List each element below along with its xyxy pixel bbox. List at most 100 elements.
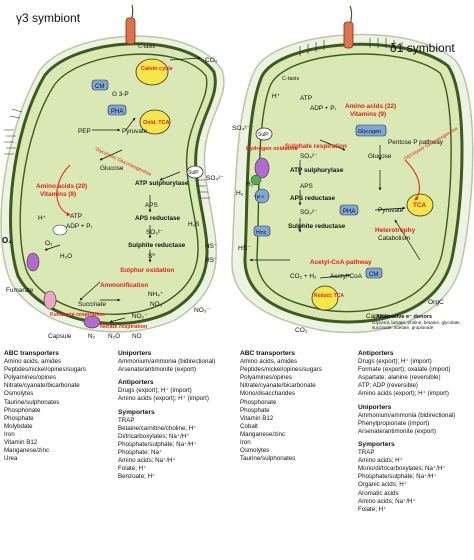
nitrate-respiration-label: Nitrate respiration — [100, 324, 148, 330]
gamma3-s0-label: S⁰ — [148, 253, 155, 260]
transporter-item: Phosphate — [4, 414, 34, 422]
transporter-item: Amino acids, amides — [4, 358, 62, 366]
transporter-item: Phosphate; Na⁺ — [118, 449, 163, 457]
transporter-item: Manganese/zinc — [240, 430, 286, 438]
gamma3-pyruvate-label: Pyruvate — [122, 128, 148, 135]
transporter-item: Phosphonate — [4, 406, 41, 414]
transporter-item: Ammonium/ammonia (bidirectional) — [358, 411, 456, 419]
hydrogen-oxidation-label: Hydrogen oxidation — [246, 146, 298, 152]
transporter-item: Amino acids; Na⁺/H⁺ — [118, 457, 176, 465]
gamma3-inner-membrane — [19, 53, 208, 315]
transporter-item: Nitrate/cyanate/bicarbonate — [4, 382, 80, 390]
transporter-item: Nitrate/cyanate/bicarbonate — [240, 382, 316, 390]
transporter-item: Phosphonate — [240, 398, 277, 406]
gamma3-cm-label: CM — [95, 84, 104, 90]
gamma3-h2o-label: H₂O — [60, 253, 72, 260]
tca-label: TCA — [413, 202, 427, 209]
gamma3-receptors — [4, 108, 210, 199]
gamma3-title: γ3 symbiont — [16, 11, 81, 25]
transporter-item: Formate (export); oxalate (import) — [358, 366, 451, 374]
transporter-item: Arsenate/antimonite (export) — [118, 366, 197, 374]
transporter-item: Polyamines/opines — [4, 374, 56, 382]
nitrate-reductase — [83, 315, 101, 329]
transporter-item: Folate; H⁺ — [118, 465, 147, 473]
transporter-group-header: ABC transporters — [4, 350, 59, 357]
transporter-item: Aromatic acids — [358, 489, 399, 497]
transporter-item: Mono/disaccharides — [240, 390, 296, 398]
transporter-group-header: Symporters — [358, 440, 395, 448]
acetyl-coa-pathway-label: Acetyl-CoA pathway — [310, 259, 372, 266]
gamma3-sulphite-reductase-label: Sulphite reductase — [128, 242, 186, 249]
delta1-hplus-label: H⁺ — [272, 93, 280, 100]
delta1-sulp-node — [255, 127, 273, 141]
delta1-amino-acids-label: Amino acids (22) — [345, 103, 396, 110]
transporter-item: TRAP — [358, 449, 375, 457]
transporter-item: Amino acids; Na⁺/H⁺ — [358, 497, 416, 505]
sulphur-oxidation-label: Sulphur oxidation — [120, 267, 174, 274]
transporter-item: Mono/di/tricarboxylates; Na⁺/H⁺ — [358, 465, 446, 473]
catabolism-label: Catabolism — [378, 235, 410, 242]
transporter-item: Amino acids (export); H⁺ (import) — [118, 395, 209, 403]
transporter-item: Aspartate; alanine (reversible) — [358, 374, 441, 382]
transporter-item: Osmolytes — [4, 390, 34, 398]
delta1-so4-inner-label: SO₄²⁻ — [300, 153, 317, 160]
delta1-h2-inner-label: H₂ — [246, 181, 254, 188]
delta1-h2-external: H₂ — [236, 190, 244, 197]
transporter-item: Benzoate; H⁺ — [118, 473, 156, 481]
transporter-item: Osmolytes — [240, 447, 270, 455]
delta1-title: δ1 symbiont — [390, 41, 455, 55]
hmc-node — [253, 225, 271, 237]
gamma3-hs-external-2: HS⁻ — [205, 257, 217, 264]
gamma3-no3-inner-label: NO₃⁻ — [150, 301, 166, 308]
delta1-cm-node — [365, 267, 383, 279]
gamma3-adp-label: ADP + Pᵢ — [66, 223, 92, 230]
gamma3-o2-external: O₂ — [2, 236, 12, 245]
transporter-item: Phenylpropionate (import) — [358, 419, 430, 427]
gamma3-vitamins-label: Vitamins (8) — [40, 191, 76, 198]
delta1-co2-external: CO₂ — [295, 327, 308, 334]
gamma3-sulp-label: SulP — [188, 170, 199, 176]
delta1-adp-label: ADP + Pᵢ — [310, 105, 336, 112]
gamma3-purple-transporter — [26, 252, 40, 272]
transporter-item: Folate; H⁺ — [358, 505, 387, 513]
ammonification-label: Ammonification — [100, 282, 148, 289]
gamma3-aps-reductase-label: APS reductase — [135, 215, 181, 222]
transporter-group-header: ABC transporters — [240, 350, 295, 357]
tpl-c-node — [254, 188, 270, 204]
g3p-label: G 3-P — [112, 91, 129, 98]
no-label: NO — [132, 333, 142, 340]
fumarate-external-label: Fumarate — [6, 287, 34, 294]
hydrogenase-node — [254, 157, 270, 179]
co2-h2-label: CO₂ + H₂ — [290, 273, 317, 280]
delta1-sulphite-reductase-label: Sulphite reductase — [288, 223, 346, 230]
delta1-so3-label: SO₃²⁻ — [300, 209, 317, 216]
gamma3-amino-acids-label: Amino acids (20) — [36, 183, 87, 190]
delta1-vitamins-label: Vitamins (9) — [350, 111, 386, 118]
transporter-item: Phosphate/sulphate; Na⁺/H⁺ — [358, 473, 437, 481]
heterotrophy-label: Heterotrophy — [375, 227, 416, 234]
alt-donors-box: Glycerol, lactate, proline, betaine, gly… — [372, 320, 461, 330]
delta1-cell — [231, 5, 474, 334]
fumarate-reductase — [43, 290, 57, 310]
calvin-cycle-node — [135, 58, 169, 86]
oxid-tca-node — [139, 109, 171, 135]
transporter-item: Peptides/nickel/opines/sugars — [240, 366, 322, 374]
transporter-group-header: Antiporters — [118, 379, 154, 387]
transporter-item: Arsenate/antimonite (export) — [358, 427, 437, 435]
transporter-item: Phosphate/sulphate; Na⁺/H⁺ — [118, 440, 197, 448]
gamma3-cm-node — [91, 79, 109, 91]
alt-donors-title: Alternative e⁻ donors — [376, 314, 432, 320]
delta1-outer-membrane — [243, 42, 464, 324]
transporter-item: Manganese/zinc — [4, 447, 50, 455]
oxid-tca-label: Oxid. TCA — [143, 120, 170, 126]
delta1-receptors — [299, 38, 403, 56]
transporter-item: Phosphate — [240, 406, 270, 414]
transporter-item: Vitamin B12 — [240, 414, 274, 422]
transporter-item: Ammonium/ammonia (bidirectional) — [118, 358, 216, 366]
delta1-so4-external: SO₄²⁻ — [232, 125, 250, 132]
transporter-item: Betaine/carnitine/choline; H⁺ — [118, 424, 197, 432]
transporter-item: ATP; ADP (reversible) — [358, 382, 418, 390]
